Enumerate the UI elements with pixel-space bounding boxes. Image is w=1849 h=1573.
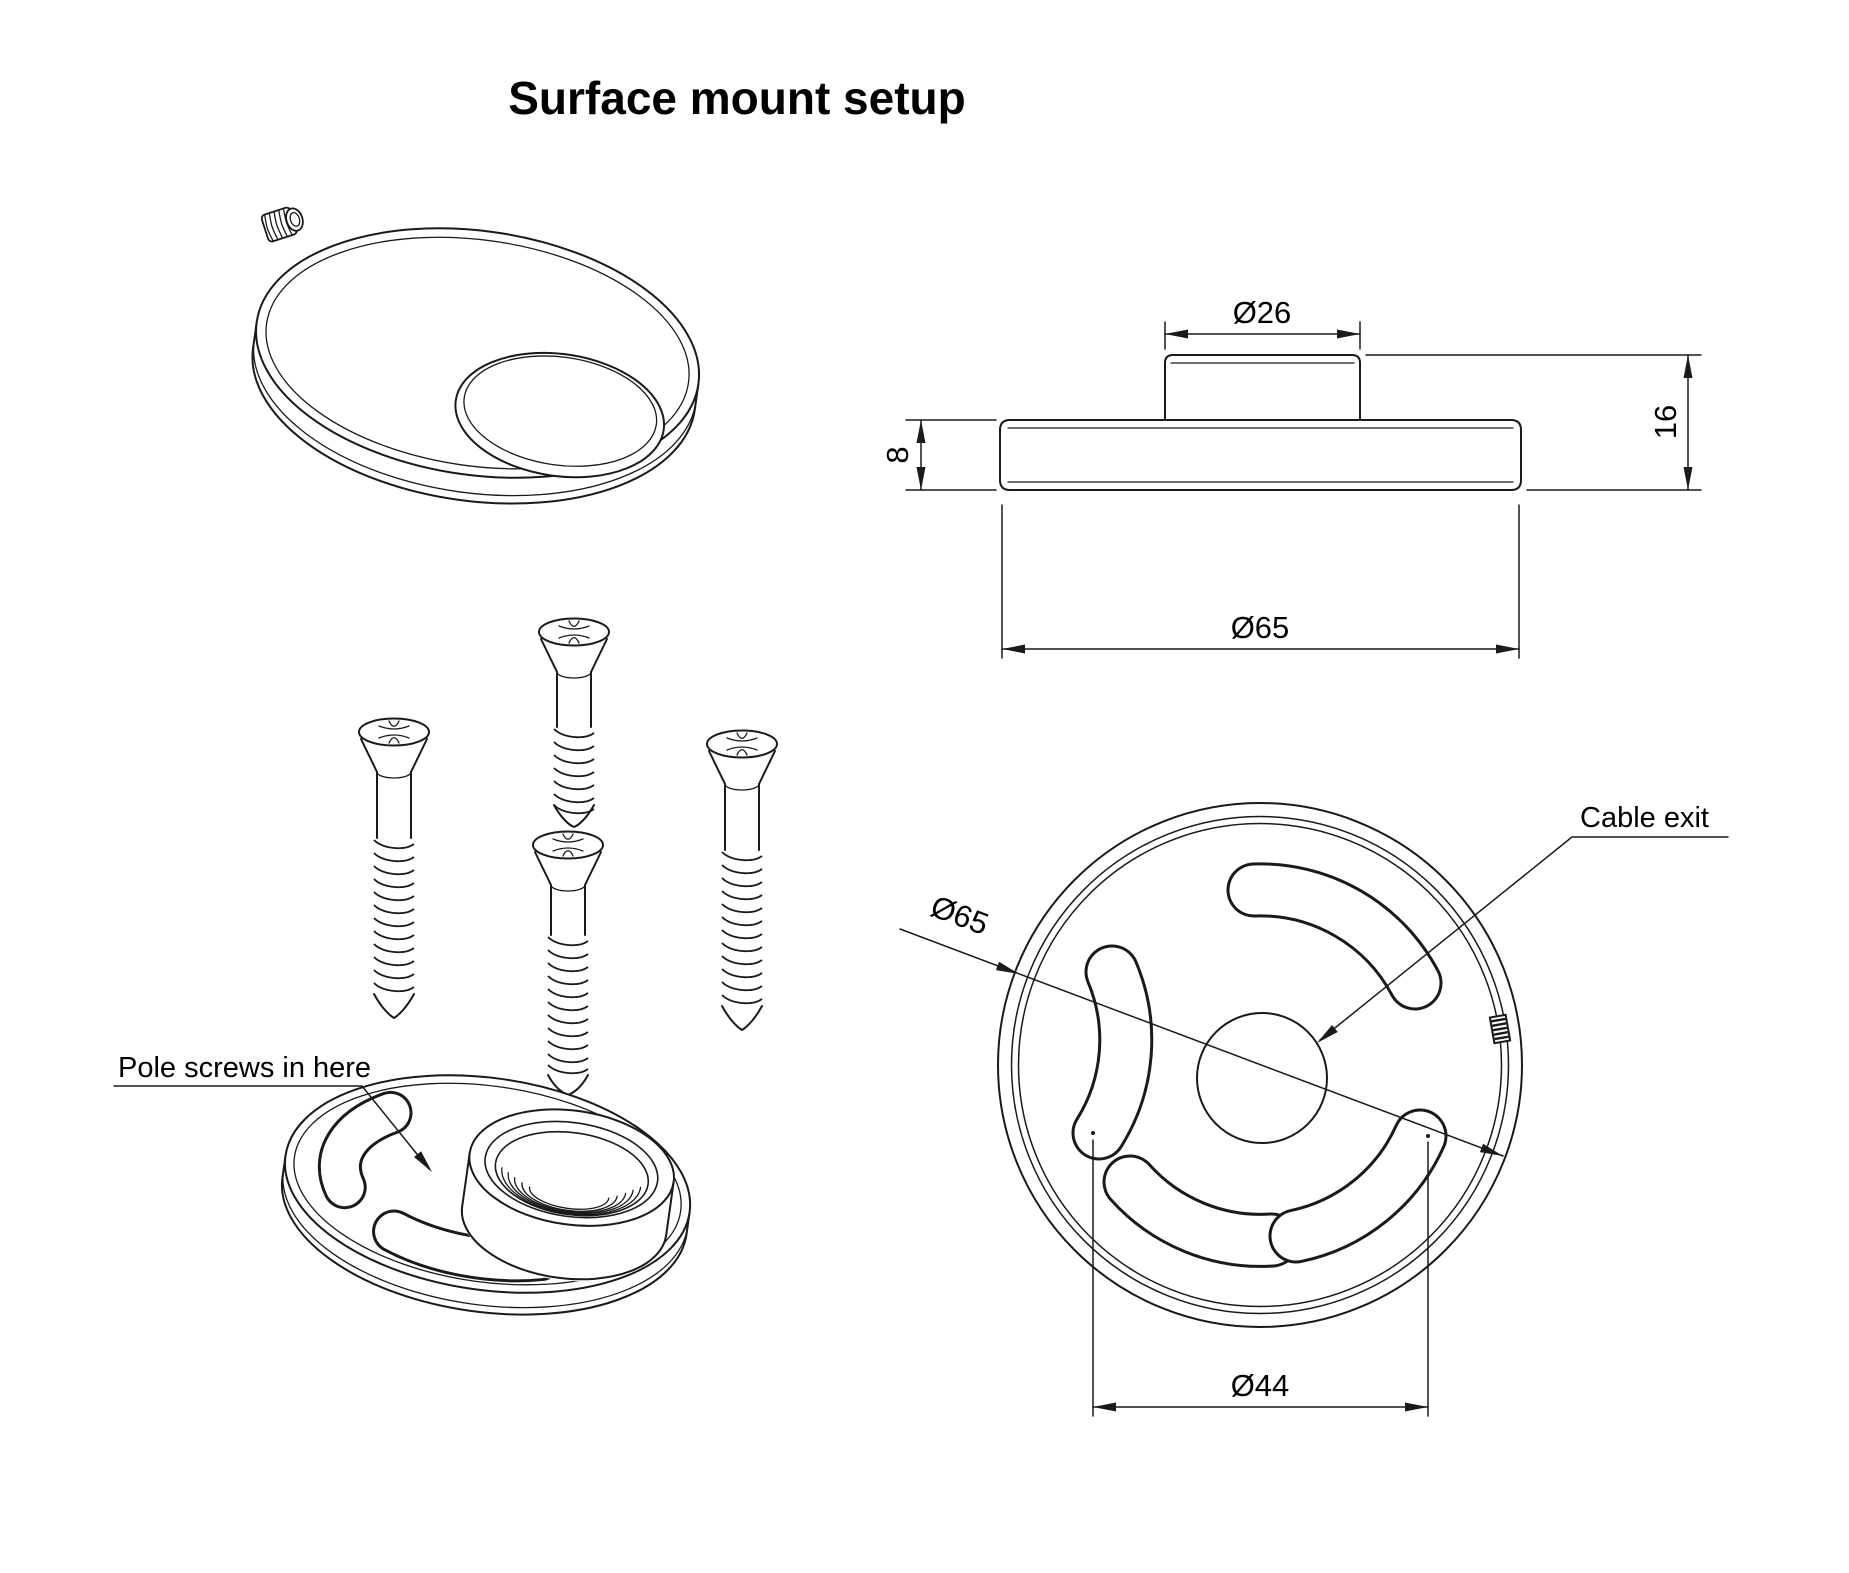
base-threaded-boss [460,1108,675,1282]
wood-screw [538,617,610,828]
set-screw [260,206,304,243]
pole-screws-callout: Pole screws in here [113,1052,436,1175]
dim-slot-pitch-diameter: Ø44 [1091,1131,1430,1417]
cable-exit-hole [1196,1012,1328,1144]
dim-text-flange-thickness: 8 [880,446,915,463]
page-title: Surface mount setup [508,72,966,124]
wood-screw [706,729,778,1031]
dim-overall-height: 16 [1365,354,1702,491]
dim-text-overall-height: 16 [1648,405,1683,439]
cable-exit-callout: Cable exit [1314,802,1729,1047]
wood-screw [358,717,430,1019]
dim-flange-thickness: 8 [880,419,997,491]
side-view: Ø26 8 16 Ø65 [880,295,1702,659]
dim-text-flange-diameter: Ø65 [1231,610,1290,645]
dim-text-slot-pitch-diameter: Ø44 [1231,1368,1290,1403]
mounting-base [280,1074,692,1316]
dim-boss-diameter: Ø26 [1164,295,1361,350]
wood-screw [532,830,604,1096]
cover-cap [251,227,701,505]
bottom-slots [1071,862,1448,1268]
dim-text-boss-diameter: Ø26 [1233,295,1292,330]
dim-flange-diameter: Ø65 [1001,504,1520,659]
cable-exit-label: Cable exit [1580,802,1709,834]
rim-set-screw [1488,1013,1512,1045]
exploded-view: Pole screws in here [113,206,778,1316]
dim-text-outer-diameter-bottom: Ø65 [926,888,993,941]
pole-screws-label: Pole screws in here [118,1052,371,1084]
bottom-view: Ø65 Ø44 Cable exit [899,802,1729,1417]
